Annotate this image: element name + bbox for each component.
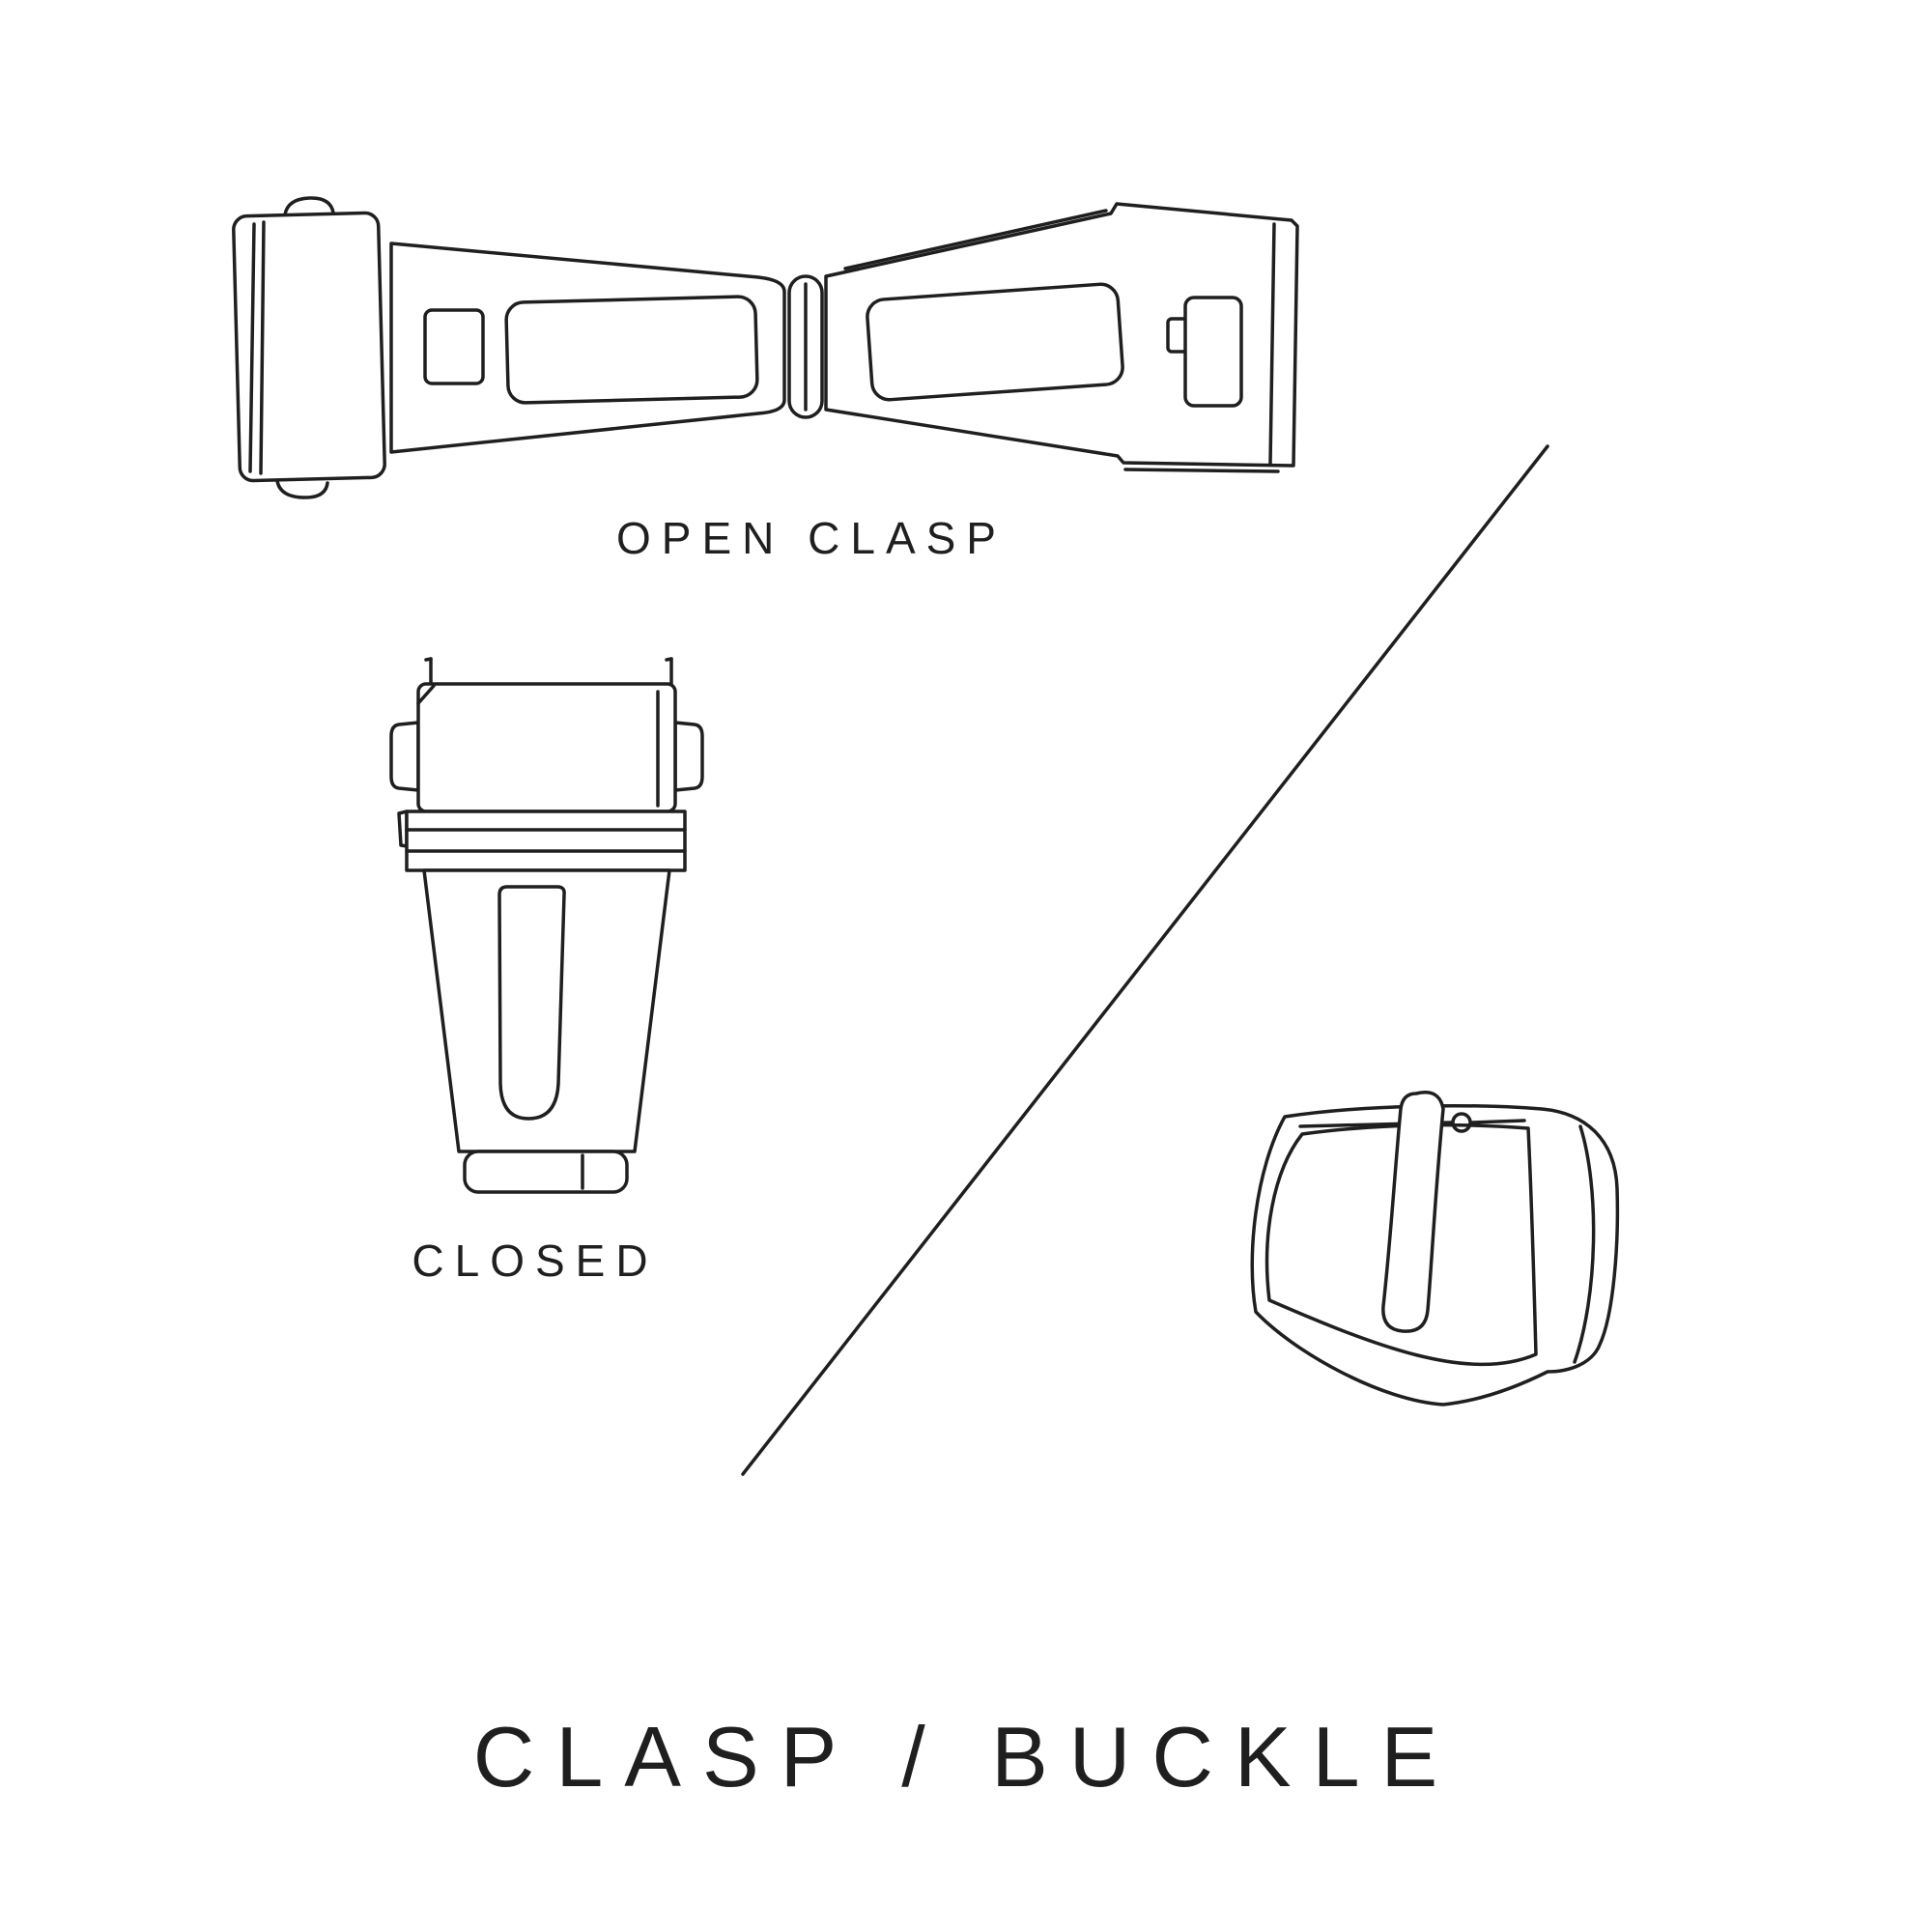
buckle-tongue: [1381, 1091, 1445, 1333]
clasp-left-arm: [389, 242, 786, 454]
buckle-frame: [1250, 1103, 1620, 1406]
clasp-hinge: [787, 274, 824, 419]
closed-clasp-body: [422, 868, 671, 1194]
open-clasp-illustration: [232, 196, 1299, 499]
closed-clasp-cover: [389, 682, 704, 813]
open-clasp-label: OPEN CLASP: [616, 513, 1007, 563]
buckle-illustration: [1250, 1091, 1620, 1406]
clasp-end-link: [232, 196, 386, 499]
clasp-right-arm: [824, 202, 1299, 473]
closed-clasp-label: CLOSED: [412, 1236, 659, 1286]
page-title: CLASP / BUCKLE: [472, 1709, 1460, 1804]
closed-clasp-illustration: [389, 657, 704, 1194]
closed-clasp-prongs: [424, 657, 673, 688]
